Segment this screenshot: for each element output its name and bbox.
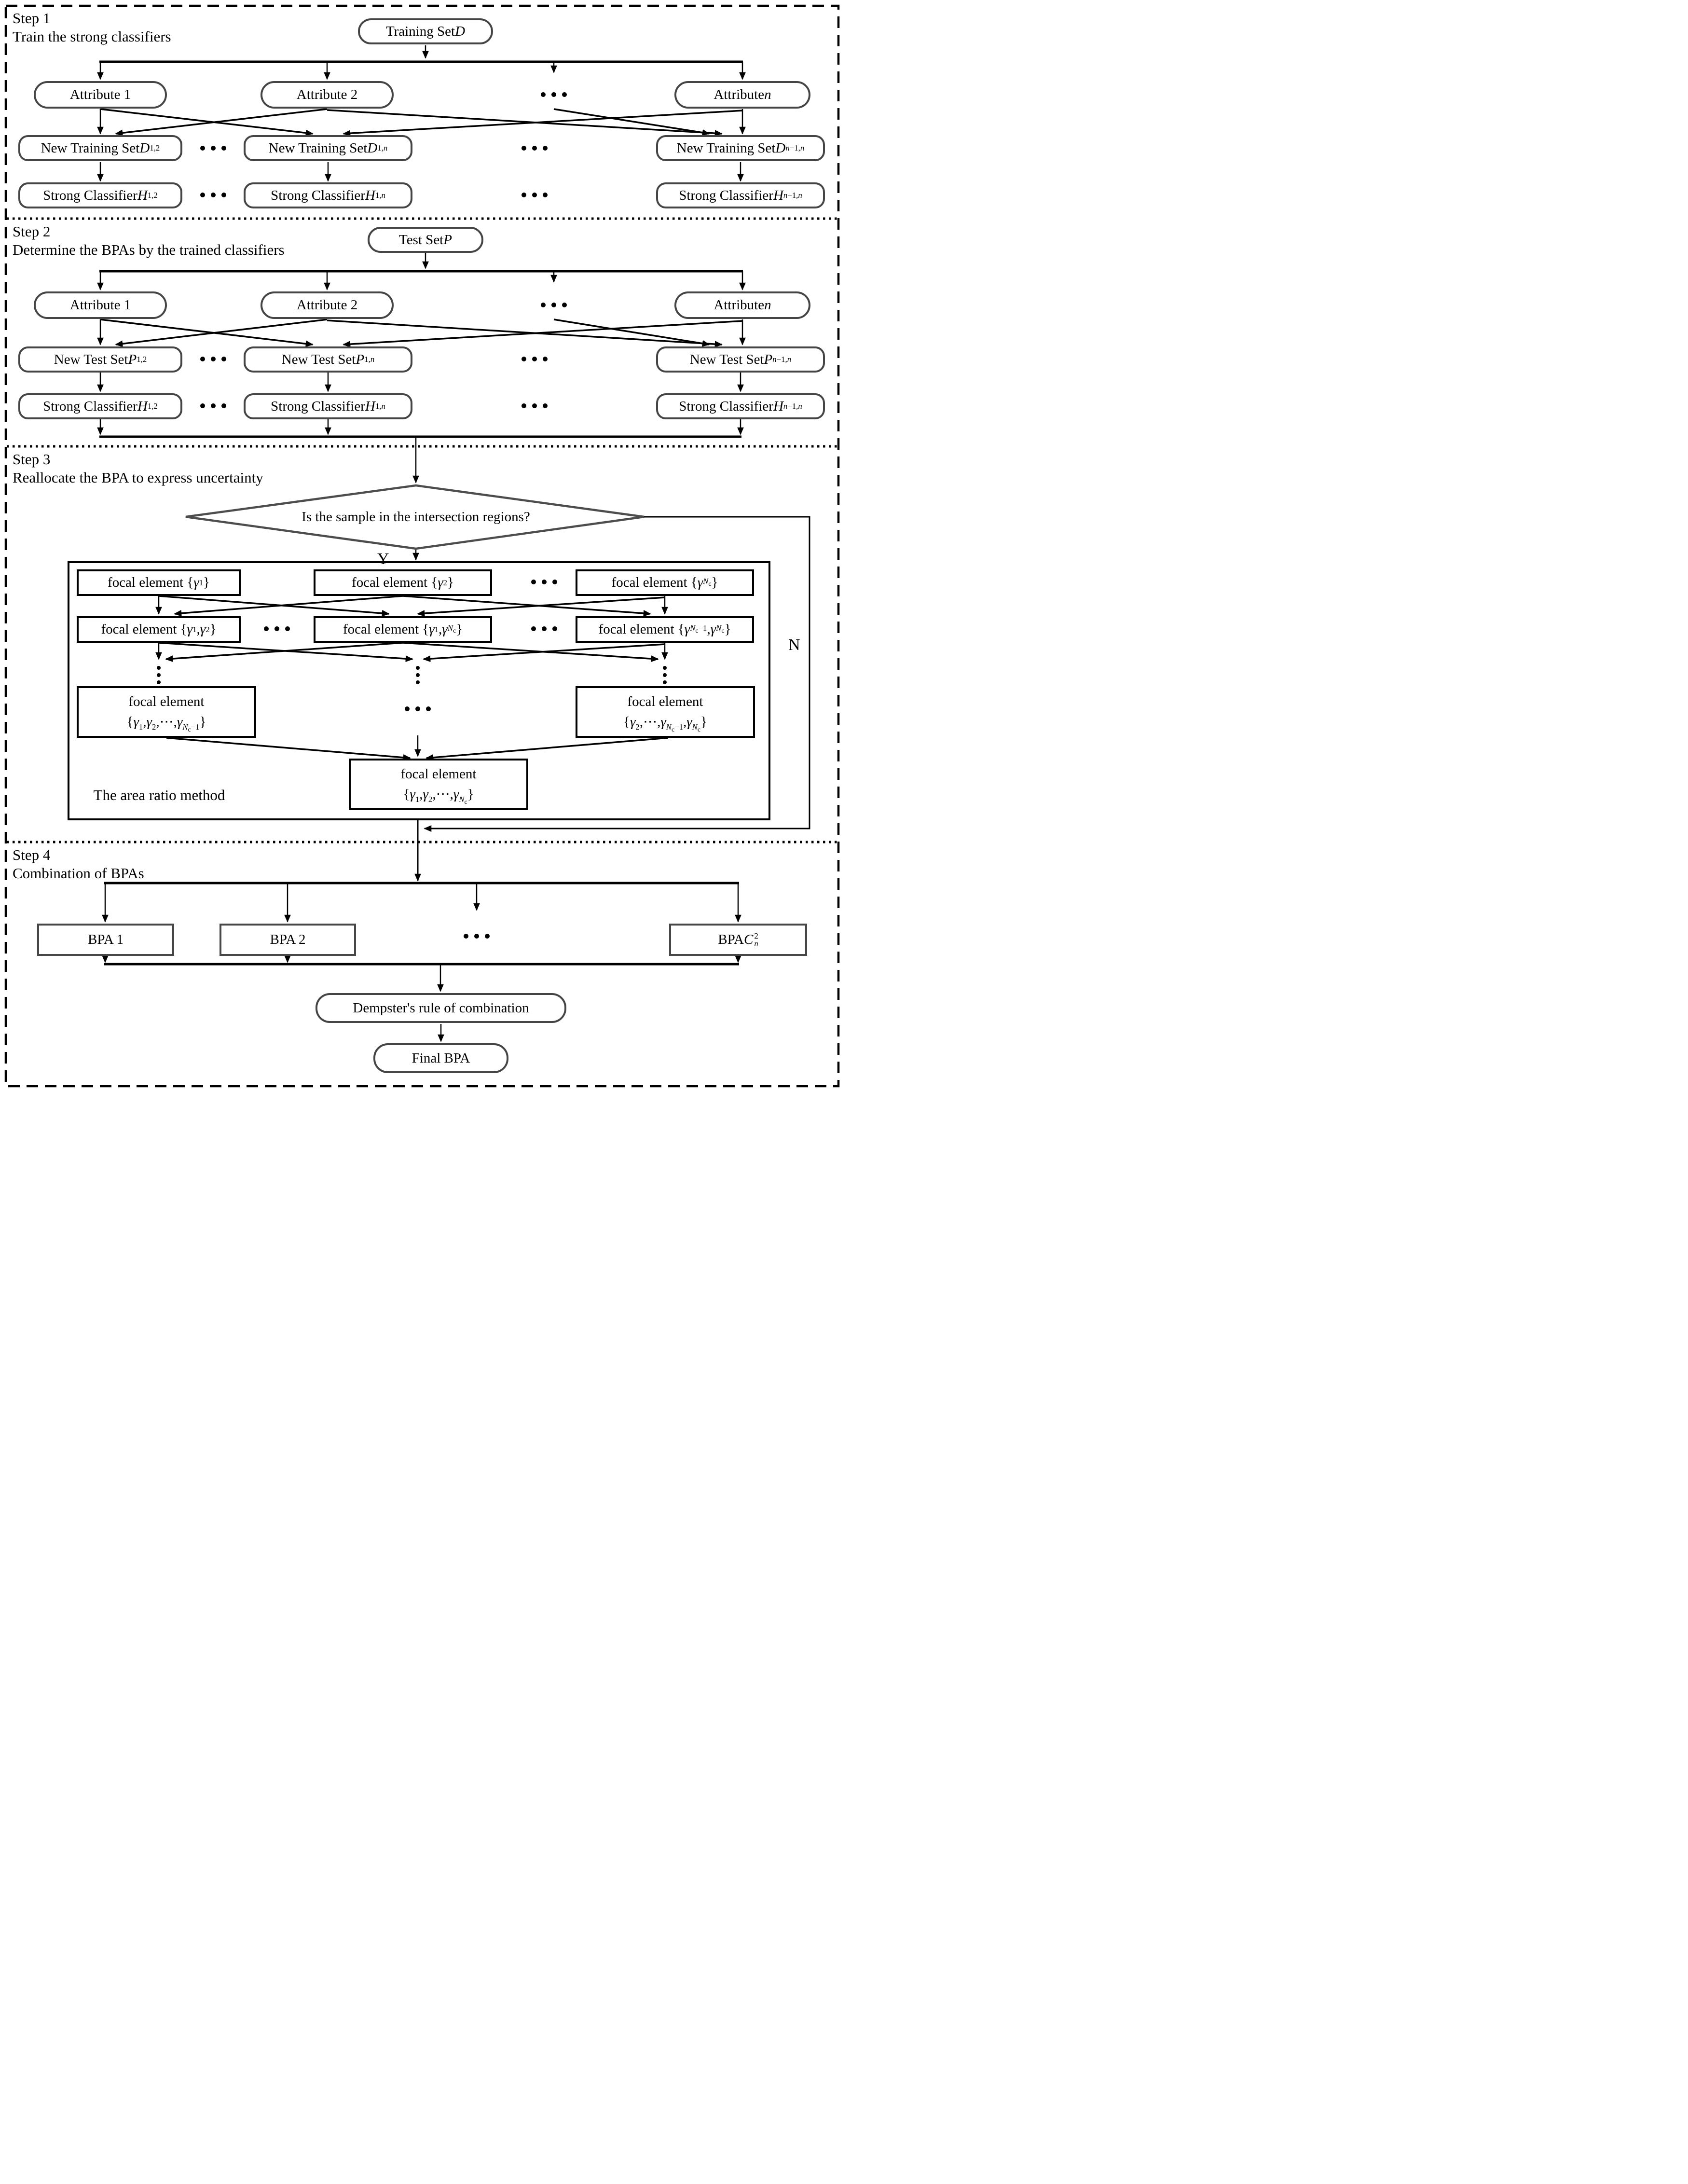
final-bpa-node: Final BPA [373,1043,508,1073]
step1-attribute-2-node: Attribute 2 [261,81,394,109]
focal-element-final-line1: focal element [400,766,477,782]
flowchart-canvas: Step 1 Train the strong classifiers Step… [0,0,844,1092]
focal-element-final-node: focal element {γ1,γ2,⋯,γNc} [349,759,528,810]
focal-ellipses [157,580,667,711]
step2-arrows [97,253,746,484]
step1-ellipses [200,92,567,197]
area-ratio-container [68,561,770,820]
decision-diamond [185,484,645,550]
decision-text: Is the sample in the intersection region… [302,509,530,525]
training-set-node: Training Set D [358,18,493,44]
step3-title: Step 3 [13,451,51,468]
flow-arrows-svg [4,4,840,1088]
focal-arrows [155,595,669,882]
focal-element-r3c2-line1: focal element [627,693,703,709]
step3-subtitle: Reallocate the BPA to express uncertaint… [13,469,263,486]
step1-subtitle: Train the strong classifiers [13,28,171,45]
step2-attribute-n-node: Attribute n [674,291,810,319]
step1-attribute-1-node: Attribute 1 [34,81,167,109]
step4-title: Step 4 [13,846,51,863]
step2-ellipses [200,303,567,408]
no-branch-path [424,516,810,832]
step2-subtitle: Determine the BPAs by the trained classi… [13,241,285,258]
focal-element-r3c2-node: focal element {γ2,⋯,γNc−1,γNc} [576,686,755,738]
no-label: N [788,636,800,654]
outer-dashed-border [4,4,840,1088]
step4-subtitle: Combination of BPAs [13,865,144,882]
step1-attribute-n-node: Attribute n [674,81,810,109]
yes-label: Y [377,550,389,568]
test-set-node: Test Set P [368,227,483,253]
area-ratio-method-label: The area ratio method [93,787,225,803]
step2-title: Step 2 [13,223,51,240]
step2-attribute-2-node: Attribute 2 [261,291,394,319]
step2-attribute-1-node: Attribute 1 [34,291,167,319]
focal-element-r3c2-line2: {γ2,⋯,γNc−1,γNc} [623,714,707,733]
step1-title: Step 1 [13,10,51,27]
focal-element-final-line2: {γ1,γ2,⋯,γNc} [403,787,474,806]
step4-arrows [102,882,741,1042]
focal-element-r3c1-line1: focal element [128,693,205,709]
step1-arrows [97,45,746,182]
step4-ellipses [464,934,490,939]
decision-arrows [412,516,810,832]
bpa-2-node: BPA 2 [220,924,356,956]
focal-element-r3c1-line2: {γ1,γ2,⋯,γNc−1} [126,714,206,733]
dempster-rule-node: Dempster's rule of combination [316,993,566,1023]
focal-element-r3c1-node: focal element {γ1,γ2,⋯,γNc−1} [77,686,256,738]
bpa-1-node: BPA 1 [37,924,174,956]
